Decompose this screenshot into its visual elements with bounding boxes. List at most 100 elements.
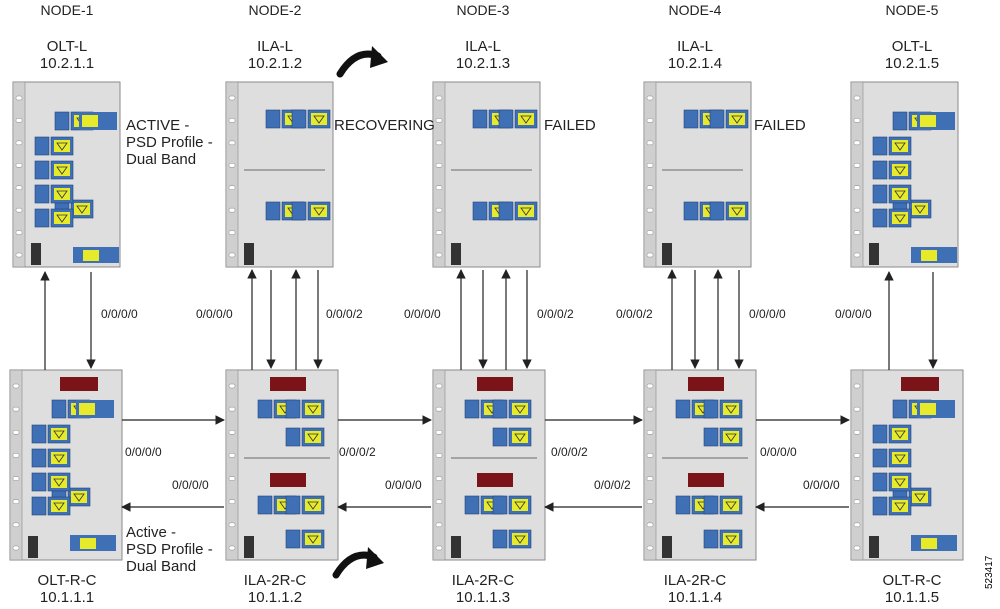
bracket-hole [12, 545, 20, 551]
device-ip: 10.1.1.4 [667, 589, 723, 606]
bracket-hole [853, 545, 861, 551]
bracket-hole [435, 499, 443, 504]
device-type: OLT-R-C [37, 572, 97, 589]
connector-module [54, 111, 70, 131]
device-chassis [225, 81, 334, 268]
connector-module [291, 201, 307, 221]
bracket-hole [646, 163, 654, 168]
port-label-v1: 0/0/0/0 [101, 307, 138, 321]
connector-module [683, 201, 699, 221]
device-type: OLT-L [46, 38, 88, 55]
connector-module [34, 208, 50, 228]
bracket-hole [228, 499, 236, 504]
bracket-hole [228, 118, 236, 123]
port-label-v3-right: 0/0/0/2 [537, 307, 574, 321]
bracket-hole [228, 545, 236, 551]
port-triangle-icon [914, 493, 926, 502]
device-type: OLT-R-C [882, 572, 942, 589]
lc-connector [920, 403, 936, 415]
figure-number: 523417 [984, 555, 995, 589]
port-triangle-icon [73, 493, 85, 502]
port-triangle-icon [56, 214, 68, 223]
bracket-hole [646, 185, 654, 190]
connector-module [51, 399, 67, 419]
base-connector [869, 536, 879, 558]
connector-module [285, 529, 301, 549]
connector-module [872, 424, 888, 444]
bracket-hole [853, 118, 861, 123]
port-triangle-icon [914, 205, 926, 214]
connector-module [472, 201, 488, 221]
node-2-top-status: RECOVERING [334, 117, 435, 134]
bracket-hole [646, 453, 654, 458]
bracket-hole [646, 430, 654, 435]
mounting-bracket [850, 81, 864, 268]
bracket-hole [853, 95, 861, 101]
device-ip: 10.2.1.1 [39, 55, 95, 72]
bracket-hole [435, 207, 443, 213]
line-rx-connector [60, 377, 98, 391]
bracket-hole [12, 476, 20, 481]
bracket-hole [435, 522, 443, 528]
bracket-hole [15, 163, 23, 168]
connector-module [285, 399, 301, 419]
port-triangle-icon [313, 115, 325, 124]
connector-module [492, 427, 508, 447]
bracket-hole [228, 476, 236, 481]
bracket-hole [228, 383, 236, 389]
device-type: ILA-2R-C [663, 572, 727, 589]
bracket-hole [15, 140, 23, 146]
device-chassis [432, 81, 541, 268]
connector-module [34, 184, 50, 204]
node-1-label: NODE-1 [40, 2, 94, 18]
connector-module [464, 399, 480, 419]
bracket-hole [12, 499, 20, 504]
lc-connector [921, 538, 937, 549]
connector-module [265, 201, 281, 221]
bracket-hole [646, 230, 654, 235]
device-ip: 10.2.1.3 [455, 55, 511, 72]
port-triangle-icon [725, 405, 737, 414]
bracket-hole [228, 430, 236, 435]
port-label-h34-top: 0/0/0/2 [551, 445, 588, 459]
node-4-top-status: FAILED [754, 117, 806, 134]
port-triangle-icon [514, 535, 526, 544]
node-3-label: NODE-3 [456, 2, 510, 18]
bracket-hole [646, 118, 654, 123]
connector-module [703, 427, 719, 447]
bracket-hole [228, 230, 236, 235]
port-triangle-icon [894, 166, 906, 175]
base-connector [662, 243, 672, 265]
port-triangle-icon [894, 502, 906, 511]
connector-module [291, 109, 307, 129]
bracket-hole [646, 95, 654, 101]
connector-module [31, 448, 47, 468]
status-line: Active - [126, 524, 177, 541]
port-label-v4-left: 0/0/0/2 [616, 307, 653, 321]
bracket-hole [646, 383, 654, 389]
bracket-hole [435, 252, 443, 258]
mounting-bracket [225, 81, 239, 268]
port-triangle-icon [520, 115, 532, 124]
device-type: ILA-2R-C [243, 572, 307, 589]
mounting-bracket [850, 369, 864, 561]
connector-module [892, 399, 908, 419]
bracket-hole [435, 545, 443, 551]
port-triangle-icon [76, 205, 88, 214]
port-triangle-icon [894, 142, 906, 151]
base-connector [869, 243, 879, 265]
status-line: PSD Profile - [126, 134, 213, 151]
bracket-hole [12, 522, 20, 528]
line-rx-connector [688, 473, 724, 487]
port-triangle-icon [307, 501, 319, 510]
bracket-hole [15, 95, 23, 101]
connector-module [872, 448, 888, 468]
bracket-hole [228, 140, 236, 146]
connector-module [703, 495, 719, 515]
connector-module [703, 399, 719, 419]
